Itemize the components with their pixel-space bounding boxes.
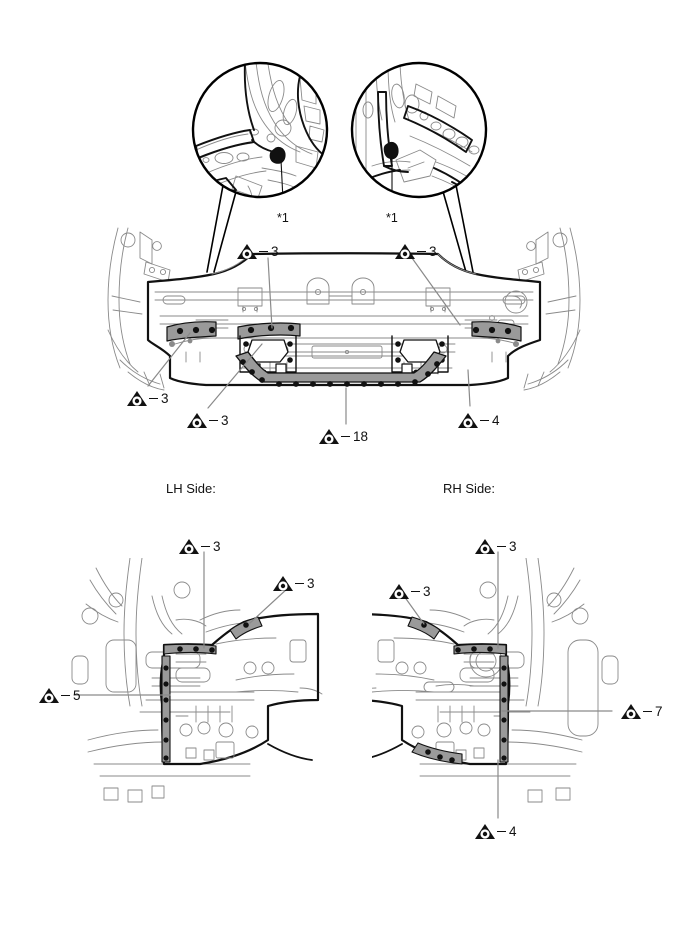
marker-number: 3 (429, 243, 437, 259)
weld-symbol-icon (319, 429, 339, 444)
weld-band-lower (235, 351, 447, 387)
marker-dash (411, 590, 420, 593)
marker-number: 3 (271, 243, 279, 259)
weld-symbol-icon (39, 688, 59, 703)
marker-number: 3 (509, 538, 517, 554)
marker-dash (341, 435, 350, 438)
marker-dash (259, 250, 268, 253)
marker-3-rh-top[interactable]: 3 (474, 538, 517, 555)
marker-dash (149, 397, 158, 400)
marker-dash (497, 830, 506, 833)
marker-3-top-right[interactable]: 3 (394, 243, 437, 260)
marker-number: 3 (213, 538, 221, 554)
weld-nut-left (269, 146, 286, 164)
marker-4-right[interactable]: 4 (457, 412, 500, 429)
marker-dash (201, 545, 210, 548)
marker-number: 3 (161, 390, 169, 406)
lh-side-label: LH Side: (166, 481, 216, 496)
rh-side-panel-view (372, 551, 634, 819)
detail-left-content (194, 64, 326, 196)
marker-number: 3 (221, 412, 229, 428)
marker-dash (61, 694, 70, 697)
leader-lines-rh (403, 551, 613, 819)
marker-number: 18 (353, 428, 369, 444)
marker-4-rh-bottom[interactable]: 4 (474, 823, 517, 840)
marker-7-rh-right[interactable]: 7 (620, 703, 663, 720)
callout-tail-left (206, 179, 238, 273)
marker-number: 7 (655, 703, 663, 719)
main-rear-panel-view (107, 227, 581, 425)
marker-3-rh-left[interactable]: 3 (388, 583, 431, 600)
marker-number: 5 (73, 687, 81, 703)
rh-side-label: RH Side: (443, 481, 496, 496)
weld-symbol-icon (127, 391, 147, 406)
marker-number: 3 (423, 583, 431, 599)
marker-3-top-left[interactable]: 3 (236, 243, 279, 260)
marker-dash (295, 582, 304, 585)
weld-symbol-icon (621, 704, 641, 719)
weld-symbol-icon (187, 413, 207, 428)
marker-dash (643, 710, 652, 713)
marker-dash (417, 250, 426, 253)
marker-18-bottom[interactable]: 18 (318, 428, 368, 445)
weld-nut-right (383, 141, 399, 160)
detail-circle-left (191, 61, 329, 199)
star-label-left: *1 (277, 211, 289, 225)
detail-right-content (353, 64, 485, 196)
weld-symbol-icon (475, 824, 495, 839)
marker-5-lh-left[interactable]: 5 (38, 687, 81, 704)
detail-circle-right (350, 61, 488, 199)
weld-symbol-icon (273, 576, 293, 591)
weld-symbol-icon (475, 539, 495, 554)
lh-side-panel-view (62, 551, 324, 814)
marker-number: 4 (492, 412, 500, 428)
star-label-right: *1 (386, 211, 398, 225)
marker-3-left-outer[interactable]: 3 (126, 390, 169, 407)
weld-symbol-icon (395, 244, 415, 259)
leader-lines-lh (73, 551, 289, 696)
marker-3-lh-top[interactable]: 3 (178, 538, 221, 555)
weld-symbol-icon (237, 244, 257, 259)
marker-number: 4 (509, 823, 517, 839)
weld-cluster-right (391, 321, 522, 377)
weld-symbol-icon (389, 584, 409, 599)
rear-panel-outline (146, 252, 542, 387)
marker-dash (480, 419, 489, 422)
marker-dash (209, 419, 218, 422)
marker-number: 3 (307, 575, 315, 591)
marker-3-lh-right[interactable]: 3 (272, 575, 315, 592)
callout-tail-right (441, 179, 474, 273)
weld-symbol-icon (179, 539, 199, 554)
weld-symbol-icon (458, 413, 478, 428)
marker-dash (497, 545, 506, 548)
marker-3-left-lower[interactable]: 3 (186, 412, 229, 429)
leader-lines-main (147, 257, 471, 425)
